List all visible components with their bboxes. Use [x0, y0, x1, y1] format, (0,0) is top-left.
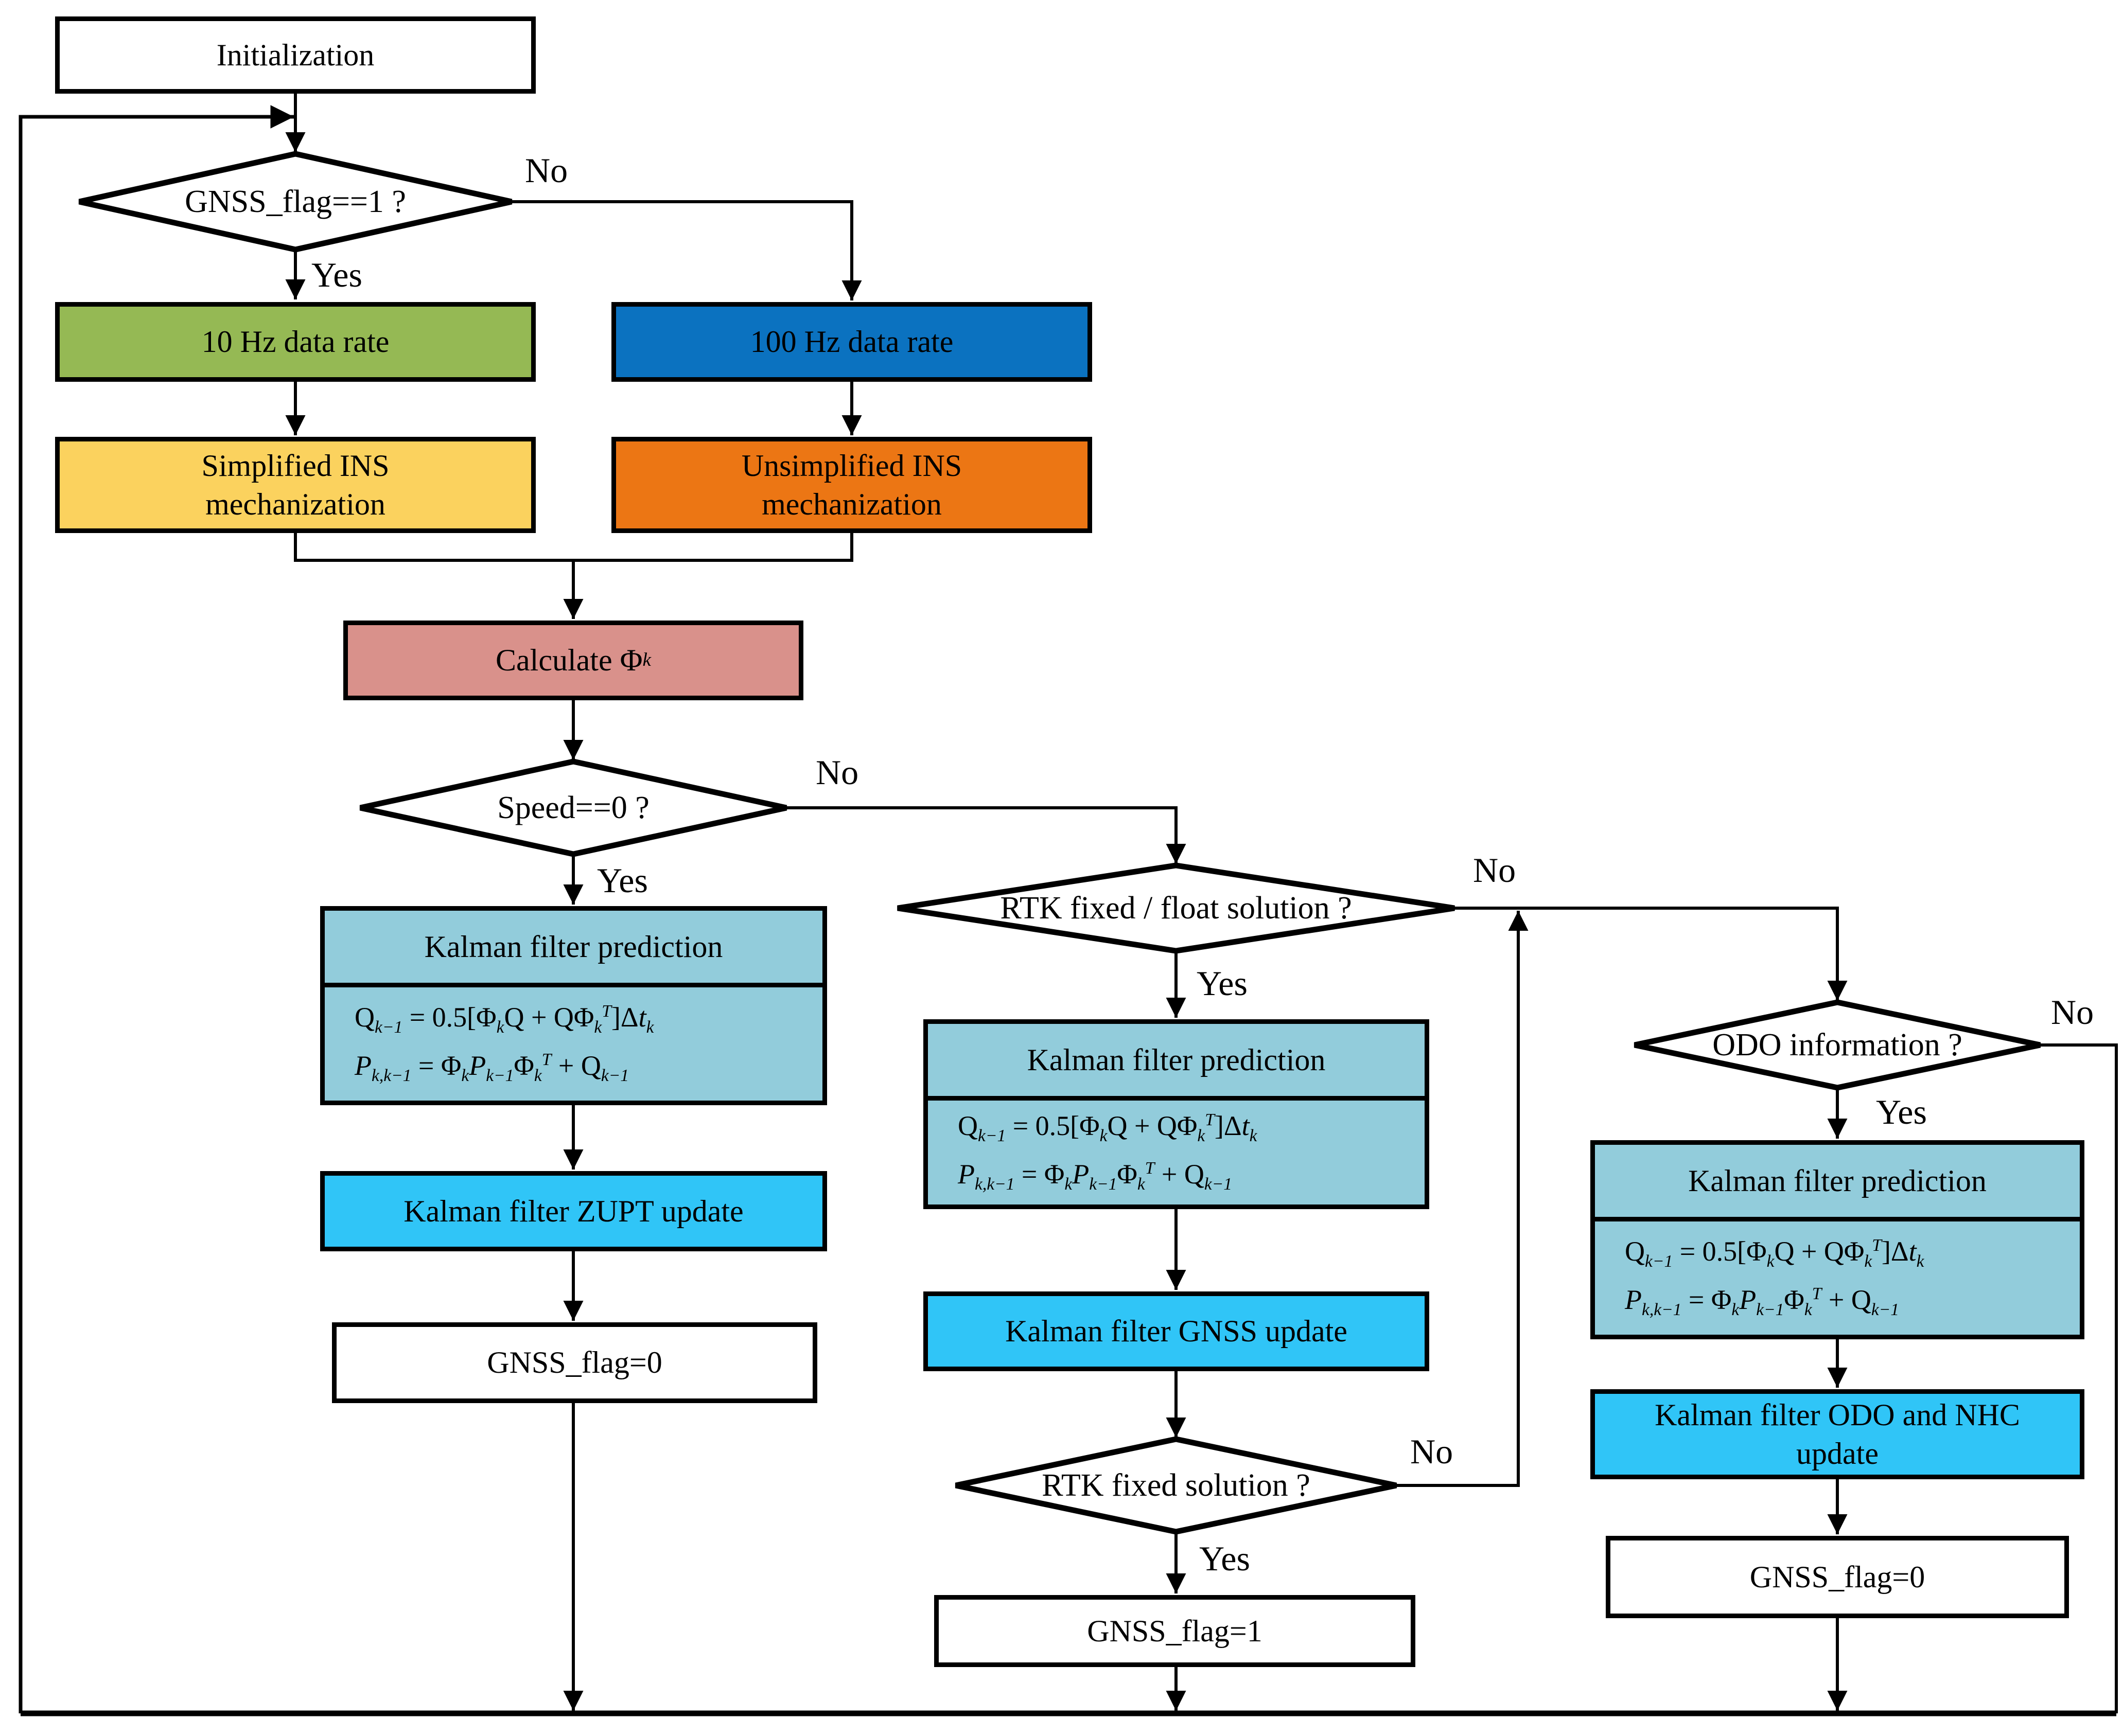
odo-decision-diamond	[1634, 999, 2041, 1091]
speed-decision-diamond	[359, 758, 787, 857]
simplified-ins-box: Simplified INS mechanization	[55, 437, 536, 533]
kalman-prediction-middle-box: Kalman filter prediction Qk−1 = 0.5[ΦkQ …	[923, 1019, 1429, 1209]
gnss-flag-decision-label: GNSS_flag==1 ?	[185, 184, 406, 219]
kalman-prediction-right-box: Kalman filter prediction Qk−1 = 0.5[ΦkQ …	[1590, 1140, 2084, 1339]
label-odo-no: No	[2051, 993, 2094, 1032]
odo-nhc-update-box: Kalman filter ODO and NHC update	[1590, 1389, 2084, 1479]
label-gnssflag-no: No	[525, 151, 568, 190]
rate-100hz-box: 100 Hz data rate	[611, 302, 1092, 382]
kalman-prediction-formulas: Qk−1 = 0.5[ΦkQ + QΦkT]Δtk Pk,k−1 = ΦkPk−…	[1595, 1221, 2080, 1335]
formula-p: Pk,k−1 = ΦkPk−1ΦkT + Qk−1	[1625, 1284, 1899, 1319]
speed-decision-label: Speed==0 ?	[497, 790, 650, 825]
edge-odo-no-to-bus	[2040, 1043, 2118, 1713]
label-rtkfixed-no: No	[1410, 1432, 1453, 1471]
gnss-flag1-box: GNSS_flag=1	[934, 1595, 1415, 1667]
unsimplified-ins-box: Unsimplified INS mechanization	[611, 437, 1092, 533]
label-rtkff-yes: Yes	[1197, 964, 1248, 1003]
kalman-prediction-title: Kalman filter prediction	[1595, 1145, 2080, 1221]
initialization-box: Initialization	[55, 16, 536, 94]
formula-p: Pk,k−1 = ΦkPk−1ΦkT + Qk−1	[958, 1159, 1232, 1194]
formula-q: Qk−1 = 0.5[ΦkQ + QΦkT]Δtk	[1625, 1236, 1924, 1271]
formula-q: Qk−1 = 0.5[ΦkQ + QΦkT]Δtk	[958, 1110, 1257, 1146]
label-gnssflag-yes: Yes	[311, 255, 362, 294]
gnss-flag-decision-diamond	[78, 151, 513, 253]
kalman-prediction-formulas: Qk−1 = 0.5[ΦkQ + QΦkT]Δtk Pk,k−1 = ΦkPk−…	[928, 1101, 1425, 1204]
edge-rtkff-no-to-odo	[1454, 907, 1848, 1001]
formula-p: Pk,k−1 = ΦkPk−1ΦkT + Qk−1	[355, 1050, 629, 1085]
gnss-flag0-left-box: GNSS_flag=0	[332, 1322, 817, 1403]
label-rtkfixed-yes: Yes	[1199, 1539, 1250, 1578]
edge-merge-mechanization	[294, 533, 853, 562]
rtk-fixed-decision-label: RTK fixed solution ?	[1042, 1467, 1310, 1503]
edge-rtkfixed-no-up	[1396, 911, 1529, 1487]
kalman-prediction-title: Kalman filter prediction	[325, 911, 822, 987]
zupt-update-box: Kalman filter ZUPT update	[320, 1171, 827, 1251]
label-rtkff-no: No	[1473, 851, 1516, 890]
label-speed-yes: Yes	[597, 861, 648, 900]
rtk-fixed-float-decision-diamond	[897, 862, 1455, 954]
rtk-fixed-float-decision-label: RTK fixed / float solution ?	[1000, 890, 1352, 926]
edge-feedback-to-start	[19, 105, 294, 1713]
label-odo-yes: Yes	[1876, 1092, 1927, 1131]
formula-q: Qk−1 = 0.5[ΦkQ + QΦkT]Δtk	[355, 1002, 654, 1037]
odo-decision-label: ODO information ?	[1712, 1027, 1962, 1062]
kalman-prediction-formulas: Qk−1 = 0.5[ΦkQ + QΦkT]Δtk Pk,k−1 = ΦkPk−…	[325, 987, 822, 1101]
gnss-update-box: Kalman filter GNSS update	[923, 1291, 1429, 1371]
kalman-prediction-title: Kalman filter prediction	[928, 1024, 1425, 1101]
label-speed-no: No	[816, 753, 859, 792]
edge-gnssflag-no-to-100hz	[512, 200, 862, 300]
rate-10hz-box: 10 Hz data rate	[55, 302, 536, 382]
edge-speed-no-to-rtkff	[786, 806, 1186, 864]
gnss-flag0-right-box: GNSS_flag=0	[1606, 1536, 2069, 1618]
rtk-fixed-decision-diamond	[955, 1436, 1397, 1535]
kalman-prediction-left-box: Kalman filter prediction Qk−1 = 0.5[ΦkQ …	[320, 906, 827, 1105]
